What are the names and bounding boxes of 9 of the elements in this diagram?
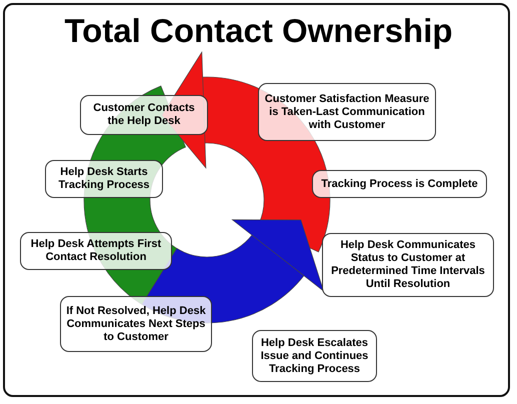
title: Total Contact Ownership <box>63 12 454 50</box>
step-box: Customer Satisfaction Measure is Taken-Last Communication with Customer <box>258 83 436 141</box>
step-box: Help Desk Escalates Issue and Continues Tracking Process <box>252 330 377 382</box>
step-box: Tracking Process is Complete <box>312 170 487 198</box>
step-box: Customer Contacts the Help Desk <box>80 95 208 135</box>
step-box: If Not Resolved, Help Desk Communicates Next Steps to Customer <box>60 296 212 352</box>
step-box: Help Desk Starts Tracking Process <box>45 160 163 198</box>
step-box: Help Desk Communicates Status to Customer at Predetermined Time Intervals Until Resolution <box>322 233 494 297</box>
step-box: Help Desk Attempts First Contact Resolution <box>20 232 172 270</box>
